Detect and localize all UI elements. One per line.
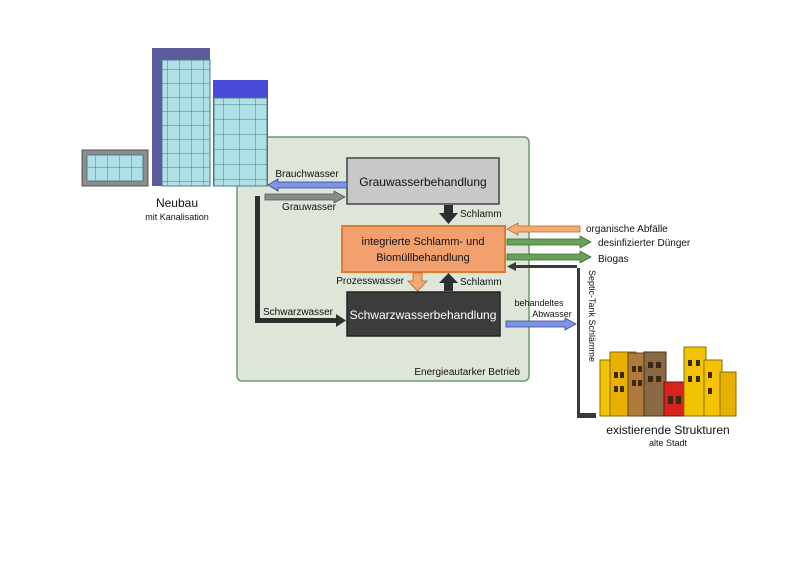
biogas-label: Biogas bbox=[598, 254, 629, 265]
sludge-treatment-box: integrierte Schlamm- und Biomüllbehandlu… bbox=[341, 225, 506, 273]
organic-waste-arrow bbox=[506, 222, 581, 236]
fertilizer-arrow bbox=[506, 235, 592, 249]
organic-waste-label: organische Abfälle bbox=[586, 224, 668, 235]
sludge-down-label: Schlamm bbox=[460, 209, 502, 220]
existing-city-illustration bbox=[599, 346, 737, 417]
septic-sludge-label: Septic-Tank Schlämme bbox=[587, 270, 597, 362]
greywater-label: Grauwasser bbox=[282, 202, 337, 213]
service-water-arrow bbox=[267, 178, 348, 192]
greywater-arrow bbox=[264, 190, 346, 204]
treated-wastewater-arrow bbox=[505, 317, 577, 331]
blackwater-treatment-box: Schwarzwasserbehandlung bbox=[346, 291, 501, 337]
new-building-subtitle: mit Kanalisation bbox=[145, 212, 209, 222]
septic-sludge-arrow bbox=[507, 262, 596, 418]
blackwater-label: Schwarzwasser bbox=[263, 307, 334, 318]
existing-city-subtitle: alte Stadt bbox=[649, 438, 688, 448]
greywater-treatment-label: Grauwasserbehandlung bbox=[359, 175, 486, 189]
plant-region-label: Energieautarker Betrieb bbox=[414, 367, 520, 378]
fertilizer-label: desinfizierter Dünger bbox=[598, 238, 691, 249]
sludge-treatment-label-line1: integrierte Schlamm- und bbox=[362, 236, 485, 248]
service-water-label: Brauchwasser bbox=[275, 169, 339, 180]
sludge-down-arrow bbox=[439, 205, 458, 224]
sludge-up-label: Schlamm bbox=[460, 277, 502, 288]
greywater-treatment-box: Grauwasserbehandlung bbox=[346, 157, 500, 205]
biogas-arrow bbox=[506, 250, 592, 264]
blackwater-treatment-label: Schwarzwasserbehandlung bbox=[350, 308, 497, 322]
treated-wastewater-label-line2: Abwasser bbox=[532, 309, 572, 319]
process-water-arrow bbox=[407, 272, 428, 292]
treated-wastewater-label-line1: behandeltes bbox=[514, 298, 564, 308]
new-building-title: Neubau bbox=[156, 196, 198, 210]
existing-city-title: existierende Strukturen bbox=[606, 423, 729, 437]
new-building-illustration bbox=[81, 48, 268, 187]
sludge-up-arrow bbox=[439, 273, 458, 291]
sludge-treatment-label-line2: Biomüllbehandlung bbox=[376, 252, 470, 264]
process-water-label: Prozesswasser bbox=[336, 276, 404, 287]
